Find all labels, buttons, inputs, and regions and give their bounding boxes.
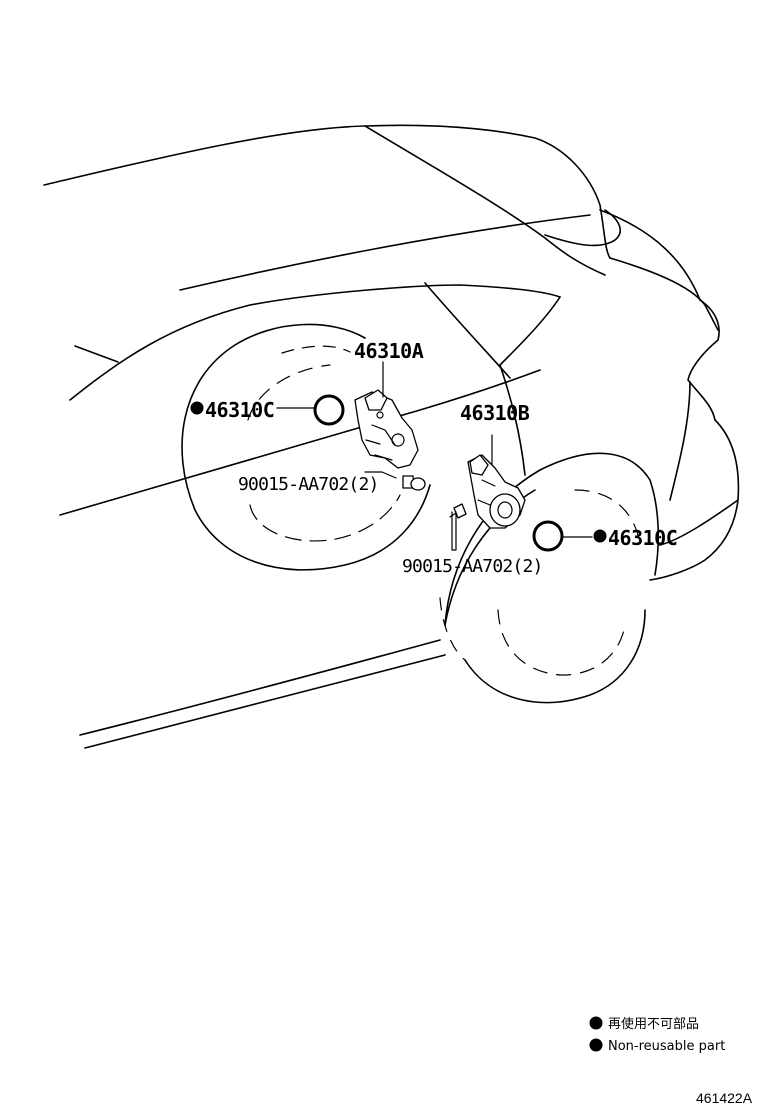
rear-wheel <box>439 489 646 704</box>
callout-part-a: 46310A <box>354 339 424 363</box>
legend-dot-english <box>589 1038 603 1052</box>
legend-dot-japanese <box>589 1016 603 1030</box>
bolt-front <box>402 475 426 491</box>
vehicle-body-outline <box>43 124 740 749</box>
callout-bolt-left: 90015-AA702(2) <box>238 474 379 495</box>
height-sensor-front <box>354 389 419 469</box>
seal-right <box>532 520 564 552</box>
legend-english-label: Non-reusable part <box>608 1039 725 1054</box>
bolt-rear <box>449 503 467 519</box>
front-wheel <box>181 323 431 571</box>
legend-japanese-label: 再使用不可部品 <box>608 1016 699 1032</box>
callout-seal-right: 46310C <box>608 526 677 550</box>
non-reusable-dot-left <box>190 401 204 415</box>
callout-part-b: 46310B <box>460 401 530 425</box>
non-reusable-dot-right <box>593 529 607 543</box>
height-sensor-rear <box>467 454 526 529</box>
diagram-code: 461422A <box>696 1090 753 1106</box>
legend: 再使用不可部品 Non-reusable part <box>589 1016 725 1054</box>
callout-bolt-right: 90015-AA702(2) <box>402 556 543 577</box>
leader-lines <box>276 361 593 551</box>
callout-seal-left: 46310C <box>205 398 274 422</box>
seal-left <box>313 394 345 426</box>
